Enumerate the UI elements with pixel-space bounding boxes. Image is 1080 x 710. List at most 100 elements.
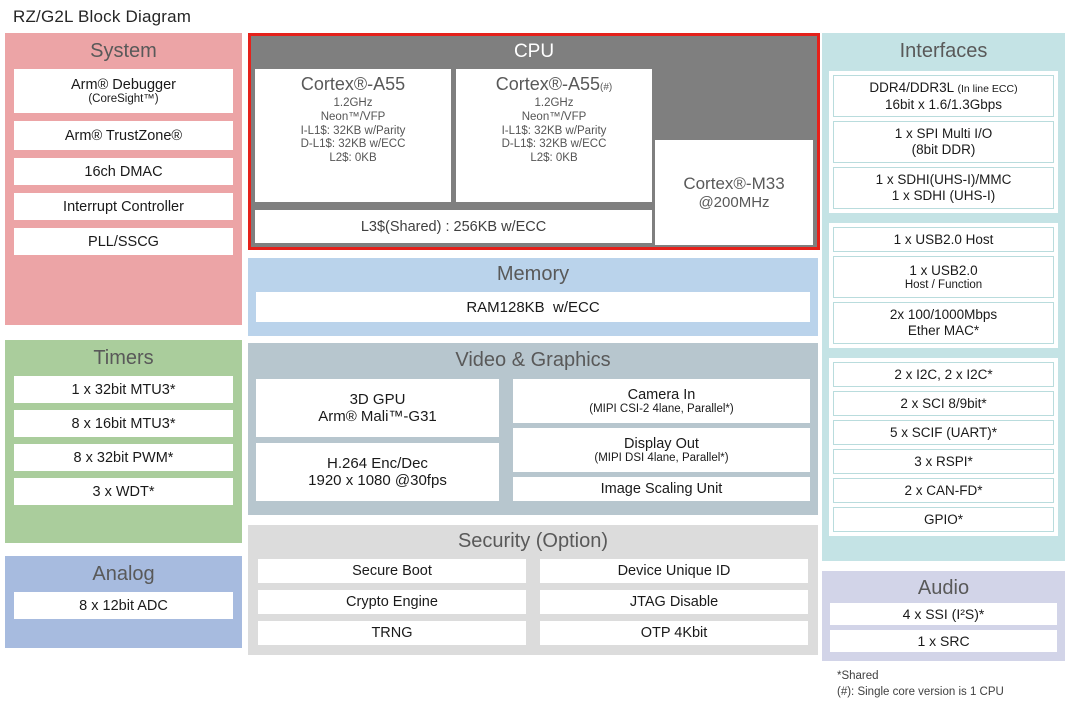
item-line: Crypto Engine (346, 594, 438, 610)
cpu-l3-cache: L3$(Shared) : 256KB w/ECC (255, 210, 652, 243)
item-line: 2 x CAN-FD* (904, 482, 983, 498)
interface-item-usb-host-function: 1 x USB2.0 Host / Function (833, 256, 1054, 298)
item-line: GPIO* (923, 511, 963, 527)
item-line: 8 x 32bit PWM* (73, 449, 174, 466)
item-line: 1 x USB2.0 Host (893, 231, 994, 247)
cpu-core-a55-2: Cortex®-A55(#) 1.2GHz Neon™/VFP I-L1$: 3… (456, 69, 652, 202)
system-item-pll-sscg: PLL/SSCG (14, 228, 233, 255)
video-item-display-out: Display Out (MIPI DSI 4lane, Parallel*) (513, 428, 810, 472)
analog-header: Analog (92, 563, 155, 585)
timers-block: Timers 1 x 32bit MTU3* 8 x 16bit MTU3* 8… (5, 340, 242, 543)
item-line: 1 x SPI Multi I/O (894, 126, 993, 141)
interfaces-block: Interfaces DDR4/DDR3L (In line ECC) 16bi… (822, 33, 1065, 561)
security-item-secure-boot: Secure Boot (258, 559, 526, 583)
memory-item-ram: RAM128KB w/ECC (256, 292, 810, 322)
interface-item-ether-mac: 2x 100/1000Mbps Ether MAC* (833, 302, 1054, 344)
item-line: Device Unique ID (617, 563, 731, 579)
spec-line: L2$: 0KB (329, 152, 377, 165)
item-line: PLL/SSCG (88, 233, 159, 250)
interface-item-sdhi: 1 x SDHI(UHS-I)/MMC 1 x SDHI (UHS-I) (833, 167, 1054, 209)
item-line: 8 x 12bit ADC (79, 597, 168, 614)
video-item-image-scaling: Image Scaling Unit (513, 477, 810, 501)
security-grid: Secure Boot Device Unique ID Crypto Engi… (248, 557, 818, 645)
video-item-camera-in: Camera In (MIPI CSI-2 4lane, Parallel*) (513, 379, 810, 423)
item-line: 5 x SCIF (UART)* (889, 424, 997, 440)
core-specs: 1.2GHz Neon™/VFP I-L1$: 32KB w/Parity D-… (456, 97, 652, 166)
item-line: (8bit DDR) (911, 142, 976, 157)
interfaces-group-serial: 2 x I2C, 2 x I2C* 2 x SCI 8/9bit* 5 x SC… (829, 358, 1058, 536)
item-line: 16ch DMAC (84, 163, 163, 180)
analog-items: 8 x 12bit ADC (5, 592, 242, 619)
timers-item-mtu3-16: 8 x 16bit MTU3* (14, 410, 233, 437)
ddr-note: (In line ECC) (957, 82, 1018, 95)
spec-line: I-L1$: 32KB w/Parity (501, 124, 607, 137)
item-line: 2x 100/1000Mbps (889, 307, 998, 322)
system-item-arm-debugger: Arm® Debugger (CoreSight™) (14, 69, 233, 113)
interface-item-scif-uart: 5 x SCIF (UART)* (833, 420, 1054, 445)
security-item-trng: TRNG (258, 621, 526, 645)
item-line: JTAG Disable (629, 594, 719, 610)
item-line: 1920 x 1080 @30fps (308, 472, 447, 489)
item-line: Ether MAC* (907, 323, 980, 338)
interface-item-spi: 1 x SPI Multi I/O (8bit DDR) (833, 121, 1054, 163)
system-item-dmac: 16ch DMAC (14, 158, 233, 185)
audio-block: Audio 4 x SSI (I²S)* 1 x SRC (822, 571, 1065, 661)
security-block: Security (Option) Secure Boot Device Uni… (248, 525, 818, 655)
item-line: 4 x SSI (I²S)* (902, 606, 985, 622)
item-line: 1 x SDHI (UHS-I) (891, 188, 996, 203)
item-subline: (CoreSight™) (88, 92, 159, 105)
spec-line: Neon™/VFP (320, 110, 386, 123)
spec-line: Neon™/VFP (521, 110, 587, 123)
item-line: OTP 4Kbit (640, 625, 708, 641)
m33-clock: @200MHz (698, 194, 770, 211)
item-line: TRNG (371, 625, 413, 641)
core-name-text: Cortex®-A55 (495, 74, 601, 94)
footnote-shared: *Shared (837, 670, 879, 682)
ram-label: RAM128KB w/ECC (466, 298, 600, 316)
item-line: Arm® Debugger (71, 76, 176, 93)
item-line: 1 x USB2.0 (909, 262, 978, 278)
timers-item-wdt: 3 x WDT* (14, 478, 233, 505)
item-subline: (MIPI CSI-2 4lane, Parallel*) (589, 402, 734, 415)
timers-items: 1 x 32bit MTU3* 8 x 16bit MTU3* 8 x 32bi… (5, 376, 242, 505)
core-suffix: (#) (600, 82, 613, 93)
video-columns: 3D GPU Arm® Mali™-G31 H.264 Enc/Dec 1920… (248, 377, 818, 501)
audio-items: 4 x SSI (I²S)* 1 x SRC (822, 603, 1065, 652)
interfaces-group-memory-io: DDR4/DDR3L (In line ECC) 16bit x 1.6/1.3… (829, 71, 1058, 213)
security-item-crypto-engine: Crypto Engine (258, 590, 526, 614)
interface-item-rspi: 3 x RSPI* (833, 449, 1054, 474)
security-item-device-unique-id: Device Unique ID (540, 559, 808, 583)
system-header: System (90, 40, 157, 62)
cpu-core-m33: Cortex®-M33 @200MHz (655, 140, 813, 245)
item-line: 3 x WDT* (92, 483, 155, 500)
video-header: Video & Graphics (455, 349, 611, 371)
spec-line: 1.2GHz (333, 97, 373, 109)
core-name: Cortex®-A55 (255, 74, 451, 95)
system-item-trustzone: Arm® TrustZone® (14, 121, 233, 150)
item-line: 3 x RSPI* (914, 453, 973, 469)
interface-item-can-fd: 2 x CAN-FD* (833, 478, 1054, 503)
cpu-core-a55-1: Cortex®-A55 1.2GHz Neon™/VFP I-L1$: 32KB… (255, 69, 451, 202)
spec-line: D-L1$: 32KB w/ECC (300, 138, 406, 151)
memory-header: Memory (496, 263, 570, 285)
core-name: Cortex®-A55(#) (456, 74, 652, 95)
timers-header: Timers (93, 347, 154, 369)
timers-item-pwm: 8 x 32bit PWM* (14, 444, 233, 471)
item-line: Arm® TrustZone® (64, 127, 183, 144)
audio-item-ssi: 4 x SSI (I²S)* (830, 603, 1057, 625)
spec-line: I-L1$: 32KB w/Parity (300, 124, 406, 137)
security-item-jtag-disable: JTAG Disable (540, 590, 808, 614)
page-title: RZ/G2L Block Diagram (13, 7, 192, 26)
item-line: 3D GPU (349, 391, 406, 408)
interfaces-group-usb-ether: 1 x USB2.0 Host 1 x USB2.0 Host / Functi… (829, 223, 1058, 348)
footnotes: *Shared (#): Single core version is 1 CP… (837, 668, 1004, 700)
timers-item-mtu3-32: 1 x 32bit MTU3* (14, 376, 233, 403)
item-line: 1 x SDHI(UHS-I)/MMC (875, 172, 1012, 187)
item-line: Display Out (624, 435, 699, 452)
security-item-otp: OTP 4Kbit (540, 621, 808, 645)
l3-label: L3$(Shared) : 256KB w/ECC (360, 218, 547, 235)
item-line: Arm® Mali™-G31 (318, 408, 437, 425)
interfaces-groups: DDR4/DDR3L (In line ECC) 16bit x 1.6/1.3… (822, 71, 1065, 536)
security-header: Security (Option) (457, 530, 609, 552)
